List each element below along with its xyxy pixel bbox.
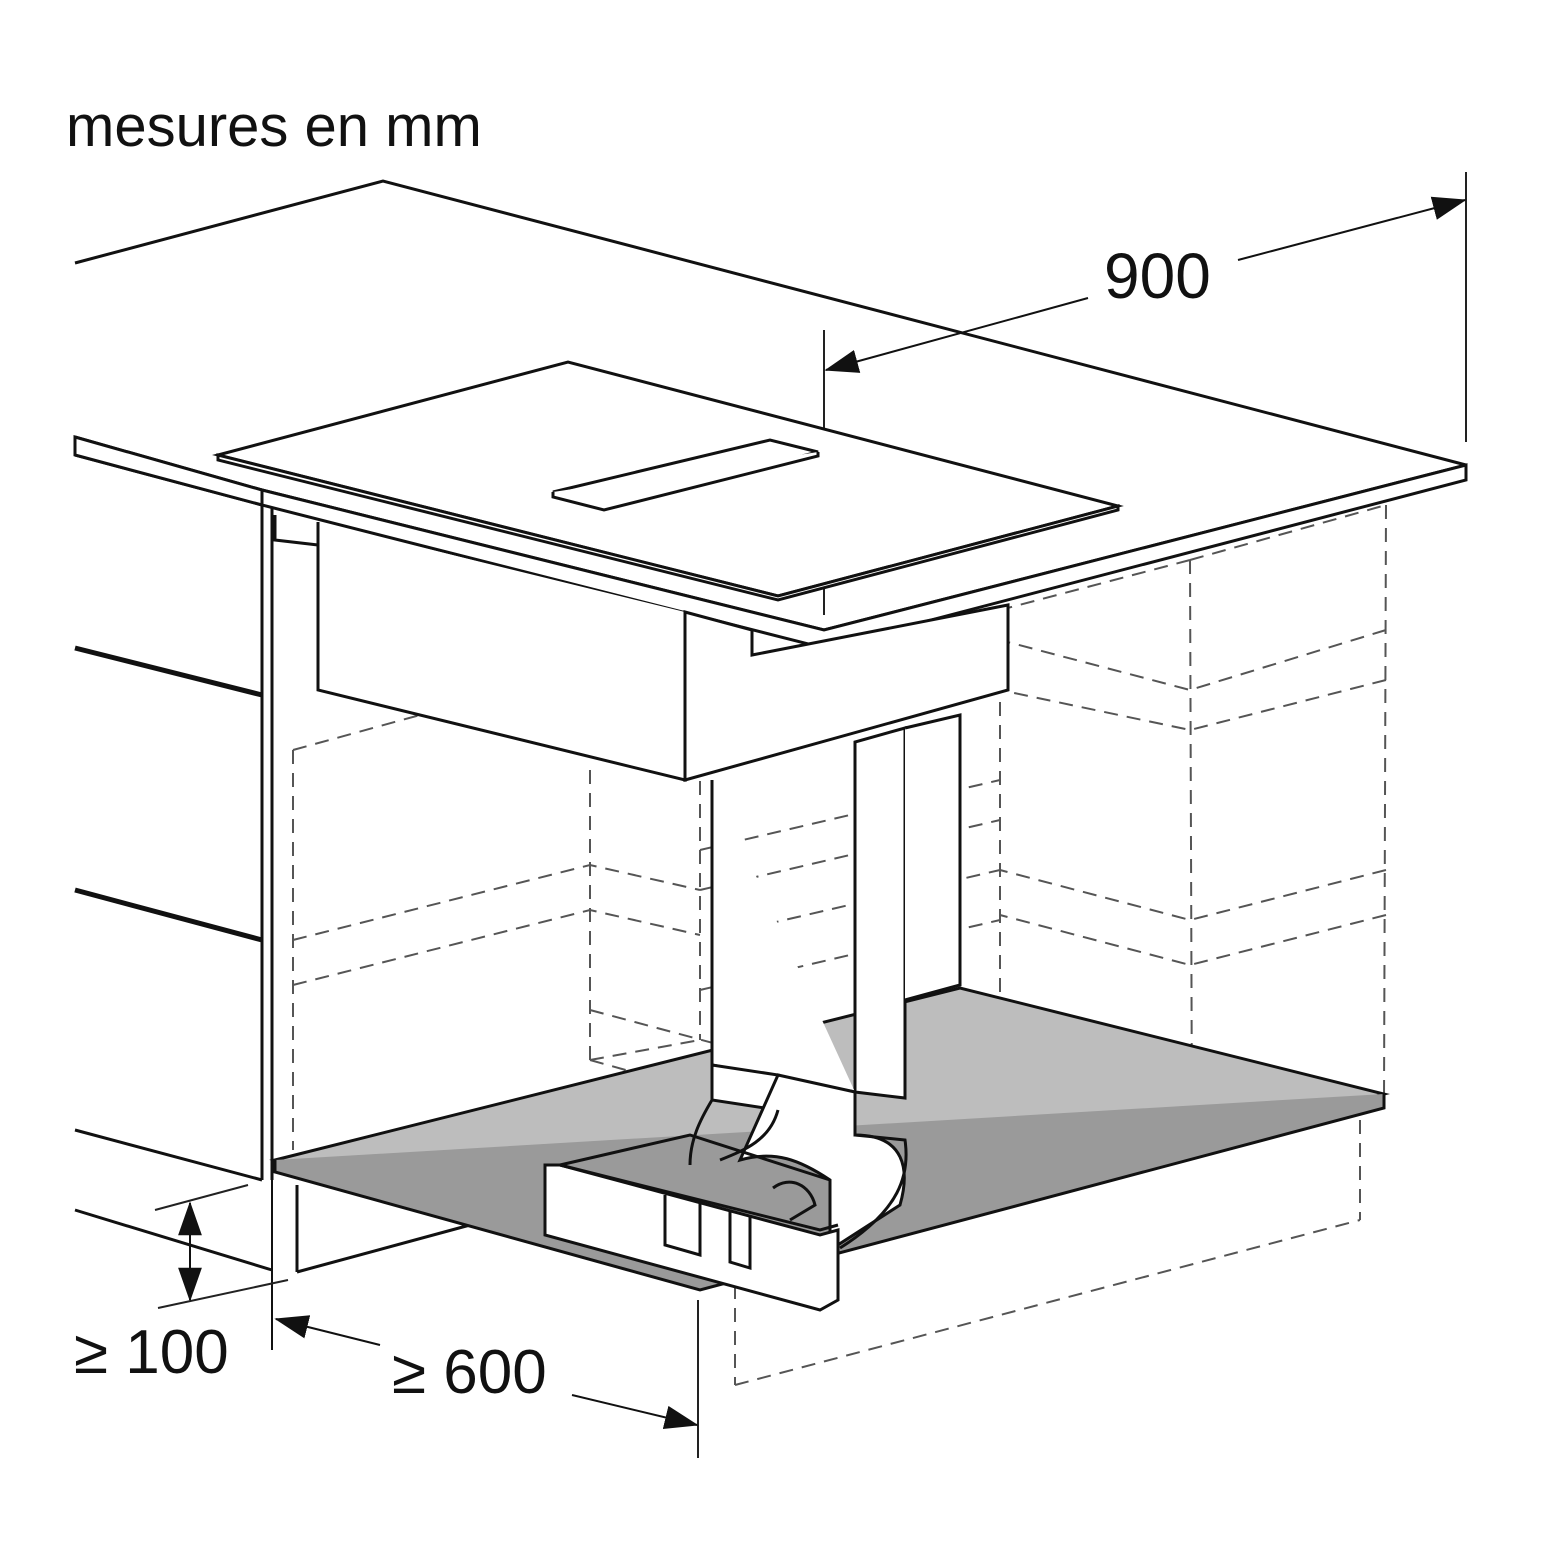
dimension-width bbox=[824, 196, 1467, 373]
plinth-height-dimension-label: ≥ 100 bbox=[74, 1318, 229, 1387]
vertical-duct bbox=[710, 713, 962, 1100]
width-dimension-label: 900 bbox=[1104, 240, 1211, 312]
worktop bbox=[73, 179, 1468, 650]
units-caption: mesures en mm bbox=[66, 94, 482, 159]
duct-elbow bbox=[543, 1063, 908, 1312]
induction-hob bbox=[212, 360, 1124, 602]
dimension-depth bbox=[274, 1315, 699, 1430]
hob-body bbox=[273, 515, 1010, 782]
depth-dimension-label: ≥ 600 bbox=[392, 1338, 547, 1407]
